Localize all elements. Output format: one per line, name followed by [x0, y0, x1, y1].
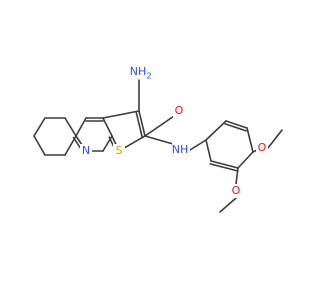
amino-subscript-text: 2 — [146, 72, 151, 81]
pyridine-nitrogen-text: N — [82, 144, 90, 157]
double-bond-line — [135, 110, 143, 138]
amino-nh-text: NH — [130, 65, 147, 78]
atom-label-layer: NH 2 O NH N S — [80, 65, 268, 198]
molecule-canvas: NH 2 O NH N S — [33, 65, 283, 213]
methoxy-oxygen-2-text: O — [232, 184, 241, 197]
thiophene-sulfur-text: S — [116, 144, 123, 157]
bond-line — [138, 110, 146, 137]
bond-line — [267, 129, 283, 149]
bond-line — [102, 117, 113, 137]
bond-line — [64, 117, 77, 137]
bond-line — [102, 110, 140, 119]
bond-line — [102, 135, 113, 152]
thiophene-sulfur-label: S — [113, 144, 125, 158]
bond-line — [205, 139, 212, 162]
amino-label: NH 2 — [129, 65, 153, 81]
bond-line — [205, 120, 227, 141]
amide-oxygen-label: O — [173, 104, 185, 118]
pyridine-nitrogen-label: N — [80, 144, 92, 158]
bond-line — [75, 117, 87, 137]
amide-nh-label: NH — [172, 143, 190, 157]
methoxy-oxygen-1-text: O — [258, 141, 267, 154]
bond-line — [189, 139, 207, 151]
methoxy-oxygen-1-label: O — [256, 141, 268, 155]
bond-line — [33, 135, 46, 156]
bond-line — [219, 197, 237, 213]
bond-line — [225, 120, 248, 129]
molecule-structure-diagram: NH 2 O NH N S — [33, 65, 283, 213]
bond-line — [246, 127, 254, 153]
bond-line — [144, 113, 178, 137]
bond-line — [210, 160, 239, 169]
bond-layer — [33, 79, 283, 213]
methoxy-oxygen-2-label: O — [230, 184, 242, 198]
double-bond-line — [224, 123, 247, 132]
bond-line — [33, 117, 46, 137]
double-bond-line — [209, 163, 239, 172]
amide-nh-text: NH — [172, 143, 189, 156]
bond-line — [237, 151, 254, 169]
amide-oxygen-text: O — [175, 104, 184, 117]
